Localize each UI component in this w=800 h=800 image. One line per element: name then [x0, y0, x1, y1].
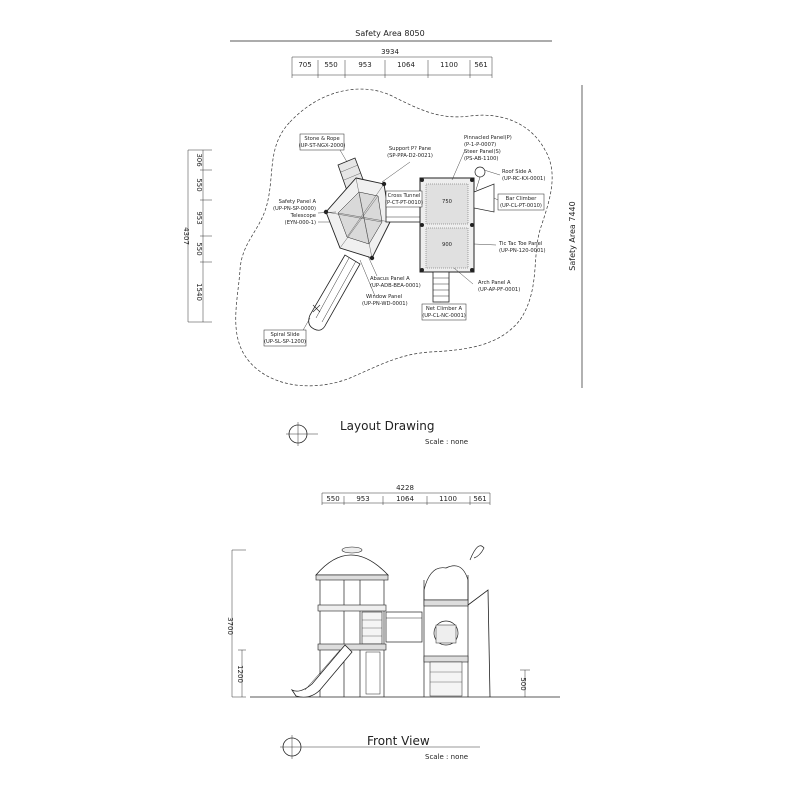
left-seg-3: 953	[195, 211, 203, 224]
tag-tic-tac-toe: Tic Tac Toe Panel (UP-PN-120-0001)	[498, 241, 546, 254]
tag-bar-climber: Bar Climber (UP-CL-PT-0010)	[497, 193, 545, 211]
component-tags: Stone & Rope (UP-ST-NGX-2000) Support P?…	[263, 133, 546, 347]
svg-text:Roof Side A: Roof Side A	[502, 169, 532, 175]
svg-text:(UP-AP-PF-0001): (UP-AP-PF-0001)	[478, 287, 520, 293]
svg-text:Steer Panel(S): Steer Panel(S)	[464, 149, 501, 155]
front-height-right: 500	[519, 677, 527, 690]
svg-text:Support P? Pane: Support P? Pane	[389, 146, 431, 152]
tag-spiral-slide: Spiral Slide (UP-SL-SP-1200)	[263, 329, 307, 347]
deck-label-lower: 900	[442, 242, 452, 248]
front-width-dimension: 4228 550 953 1064 1100 561	[321, 484, 491, 505]
safety-zone-outline	[235, 88, 553, 387]
tag-arch-panel: Arch Panel A (UP-AP-PF-0001)	[478, 280, 520, 293]
bar-climber-plan	[473, 166, 495, 213]
svg-text:(UP-CL-NC-0001): (UP-CL-NC-0001)	[422, 313, 466, 319]
overall-depth-dimension: 4307 306 550 953 550 1540	[182, 149, 212, 323]
svg-text:Bar Climber: Bar Climber	[506, 196, 538, 202]
left-seg-1: 306	[195, 153, 203, 167]
layout-title-block: Layout Drawing Scale : none	[286, 419, 468, 446]
safety-area-vertical-dimension: Safety Area 7440	[568, 85, 583, 388]
front-view: 4228 550 953 1064 1100 561 3700 1200	[226, 484, 560, 761]
front-title-block: Front View Scale : none	[280, 734, 480, 761]
net-climber-plan	[432, 271, 450, 303]
top-seg-1: 705	[298, 61, 311, 69]
front-height-dimension: 3700 1200	[226, 549, 246, 698]
leader-lines	[301, 149, 501, 333]
layout-scale: Scale : none	[425, 438, 468, 446]
svg-text:Spiral Slide: Spiral Slide	[270, 332, 299, 338]
tag-rock-wall: Stone & Rope (UP-ST-NGX-2000)	[299, 133, 346, 151]
svg-text:(UP-CL-PT-0010): (UP-CL-PT-0010)	[500, 203, 542, 209]
tag-cross-tunnel: Cross Tunnel (P-CT-PT-0010)	[385, 190, 423, 208]
svg-text:Cross Tunnel: Cross Tunnel	[388, 193, 421, 199]
layout-title: Layout Drawing	[340, 419, 435, 433]
overall-width-dimension: 3934 705 550 953 1064 1100 561	[291, 48, 493, 78]
overall-depth-label: 4307	[182, 227, 190, 245]
front-height-total: 3700	[226, 617, 234, 635]
overall-width-label: 3934	[381, 48, 399, 56]
svg-text:Net Climber A: Net Climber A	[426, 306, 463, 312]
deck-label-upper: 750	[442, 199, 452, 205]
tag-safety-panel: Safety Panel A (UP-PN-SP-0000) Telescope…	[273, 199, 316, 226]
svg-text:(P-1-P-0007): (P-1-P-0007)	[464, 142, 496, 148]
tag-peaked-panel: Pinnacled Panel(P) (P-1-P-0007) Steer Pa…	[464, 135, 512, 162]
safety-area-vertical-label: Safety Area 7440	[568, 201, 577, 270]
svg-text:(UP-PN-120-0001): (UP-PN-120-0001)	[499, 248, 546, 254]
tag-support-pane: Support P? Pane (SP-PPA-D2-0021)	[387, 146, 433, 159]
front-seg-3: 1064	[396, 495, 414, 503]
front-seg-4: 1100	[439, 495, 457, 503]
front-title: Front View	[367, 734, 430, 748]
svg-text:Abacus Panel A: Abacus Panel A	[370, 276, 410, 282]
svg-text:(EYN-000-1): (EYN-000-1)	[285, 220, 316, 226]
left-tower-elevation	[315, 546, 389, 697]
deck-tower-plan: 750 900	[419, 177, 475, 273]
top-seg-2: 550	[324, 61, 337, 69]
tower-roof-hex-plan	[323, 177, 391, 261]
svg-text:Stone & Rope: Stone & Rope	[304, 136, 339, 142]
tag-window-panel: Window Panel (UP-PN-WD-0001)	[362, 294, 408, 307]
tunnel-elevation	[385, 611, 423, 643]
svg-text:(UP-ST-NGX-2000): (UP-ST-NGX-2000)	[299, 143, 346, 149]
svg-text:Window Panel: Window Panel	[366, 294, 402, 300]
tag-abacus-panel: Abacus Panel A (UP-ADB-BEA-0001)	[370, 276, 421, 289]
svg-text:(P-CT-PT-0010): (P-CT-PT-0010)	[385, 200, 423, 206]
svg-text:(UP-PN-WD-0001): (UP-PN-WD-0001)	[362, 301, 408, 307]
tag-roof-side: Roof Side A (UP-RC-KX-0001)	[502, 169, 545, 182]
slide-plan	[308, 254, 361, 331]
top-seg-5: 1100	[440, 61, 458, 69]
left-seg-2: 550	[195, 178, 203, 191]
right-tower-elevation	[423, 545, 491, 698]
slide-elevation	[290, 644, 353, 698]
svg-text:(UP-SL-SP-1200): (UP-SL-SP-1200)	[264, 339, 306, 345]
svg-text:Arch Panel A: Arch Panel A	[478, 280, 511, 286]
svg-text:(UP-PN-SP-0000): (UP-PN-SP-0000)	[273, 206, 316, 212]
svg-text:(UP-RC-KX-0001): (UP-RC-KX-0001)	[502, 176, 545, 182]
front-seg-5: 561	[473, 495, 486, 503]
front-scale: Scale : none	[425, 753, 468, 761]
front-overall-width-label: 4228	[396, 484, 414, 492]
front-height-deck: 1200	[236, 665, 244, 683]
left-seg-5: 1540	[195, 283, 203, 301]
svg-text:Pinnacled Panel(P): Pinnacled Panel(P)	[464, 135, 512, 141]
svg-text:(UP-ADB-BEA-0001): (UP-ADB-BEA-0001)	[370, 283, 421, 289]
safety-area-horizontal-dimension: Safety Area 8050	[230, 29, 552, 42]
layout-drawing: Safety Area 8050 3934 705 550 953 1064 1…	[182, 29, 583, 446]
svg-text:Telescope: Telescope	[290, 213, 316, 219]
front-right-height-dimension: 500	[519, 669, 530, 697]
front-seg-1: 550	[326, 495, 339, 503]
svg-text:(SP-PPA-D2-0021): (SP-PPA-D2-0021)	[387, 153, 433, 159]
svg-text:(PS-AB-1100): (PS-AB-1100)	[464, 156, 498, 162]
tag-net-climber: Net Climber A (UP-CL-NC-0001)	[421, 303, 467, 321]
front-seg-2: 953	[356, 495, 369, 503]
left-seg-4: 550	[195, 242, 203, 255]
safety-area-horizontal-label: Safety Area 8050	[355, 29, 424, 38]
svg-text:Safety Panel A: Safety Panel A	[279, 199, 317, 205]
top-seg-3: 953	[358, 61, 371, 69]
svg-text:Tic Tac Toe Panel: Tic Tac Toe Panel	[498, 241, 542, 247]
top-seg-4: 1064	[397, 61, 415, 69]
top-seg-6: 561	[474, 61, 487, 69]
